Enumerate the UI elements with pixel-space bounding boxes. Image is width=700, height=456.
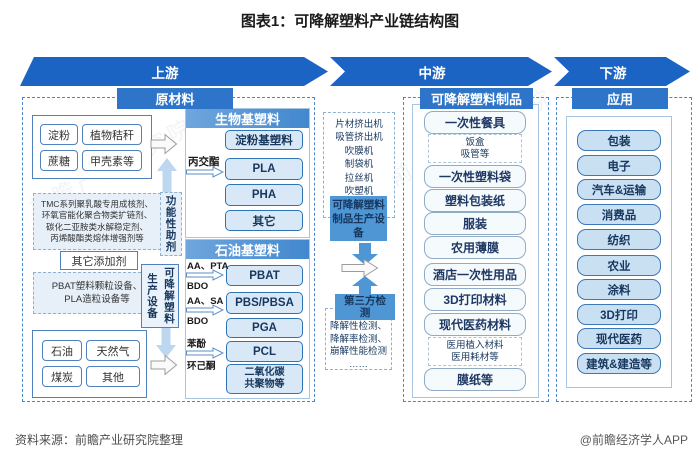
input-cyclohexanone-label: 环己酮: [187, 361, 216, 372]
app-textiles: 纺织: [577, 229, 661, 250]
plastic-pla: PLA: [225, 158, 303, 180]
feedstock-straw: 植物秸秆: [82, 124, 142, 145]
raw-materials-header: 原材料: [117, 88, 233, 109]
app-coatings: 涂料: [577, 279, 661, 300]
feedstock-starch: 淀粉: [40, 124, 78, 145]
product-medical-detail: 医用植入材料 医用耗材等: [428, 337, 522, 366]
plastic-pha: PHA: [225, 184, 303, 206]
other-additives-box: 其它添加剂: [60, 251, 138, 270]
app-construction: 建筑&建造等: [577, 353, 661, 374]
product-3d-printing-material: 3D打印材料: [424, 288, 526, 311]
feedstock-chitin: 甲壳素等: [82, 150, 142, 171]
plastic-co2-copolymer: 二氧化碳 共聚物等: [226, 364, 303, 394]
feedstock-coal: 煤炭: [42, 366, 82, 387]
plastic-pbat: PBAT: [226, 265, 303, 286]
right-arrow-icon: [150, 354, 178, 376]
input-phenol-label: 苯酚: [187, 339, 207, 350]
stage-label-downstream: 下游: [599, 65, 627, 81]
app-agriculture: 农业: [577, 255, 661, 276]
feedstock-other: 其他: [86, 366, 140, 387]
functional-additives-detail: TMC系列聚乳酸专用成核剂、 环氧官能化聚合物类扩链剂、 碳化二亚胺类水解稳定剂…: [33, 193, 161, 250]
plastic-other-bio: 其它: [225, 210, 303, 231]
product-membrane-paper: 膜纸等: [424, 368, 526, 391]
app-3d-printing: 3D打印: [577, 304, 661, 325]
product-medical-material: 现代医药材料: [424, 313, 526, 336]
stage-chevron-midstream: 中游: [330, 57, 552, 86]
feedstock-sucrose: 蔗糖: [40, 150, 78, 171]
thin-right-arrow-icon: [186, 304, 224, 316]
page-title: 图表1：可降解塑料产业链结构图: [240, 13, 460, 30]
source-note: 资料来源：前瞻产业研究院整理: [15, 433, 184, 447]
equipment-label: 可降解塑料生产设备: [141, 264, 179, 328]
feedstock-petroleum: 石油: [42, 340, 82, 361]
plastic-pbs-pbsa: PBS/PBSA: [226, 292, 303, 314]
thin-right-arrow-icon: [186, 269, 224, 281]
brand-note: @前瞻经济学人APP: [579, 433, 688, 447]
products-header: 可降解塑料制品: [420, 88, 533, 109]
right-arrow-icon: [341, 258, 379, 278]
app-consumer-goods: 消费品: [577, 204, 661, 225]
input-bdo2-label: BDO: [187, 316, 209, 327]
feedstock-natural-gas: 天然气: [86, 340, 140, 361]
applications-header: 应用: [572, 88, 668, 109]
product-agricultural-film: 农用薄膜: [424, 236, 526, 259]
equipment-detail: PBAT塑料颗粒设备、 PLA造粒设备等: [33, 272, 161, 314]
thin-right-arrow-icon: [186, 166, 224, 178]
up-arrow-icon: [157, 158, 177, 192]
functional-additives-label: 功能性助剂: [160, 192, 182, 256]
input-aa-sa-label: AA、SA: [187, 296, 224, 307]
third-party-testing-box: 第三方检测: [335, 294, 395, 320]
stage-label-upstream: 上游: [151, 65, 179, 81]
product-clothing: 服装: [424, 212, 526, 235]
product-disposable-bags: 一次性塑料袋: [424, 165, 526, 188]
up-arrow-icon: [352, 276, 378, 296]
product-packaging-paper: 塑料包装纸: [424, 189, 526, 212]
stage-label-midstream: 中游: [418, 65, 446, 81]
app-automotive-transport: 汽车&运输: [577, 179, 661, 200]
right-arrow-icon: [150, 133, 178, 155]
input-lactide-label: 丙交酯: [188, 156, 220, 168]
petro-plastics-header: 石油基塑料: [186, 240, 309, 259]
plastic-pcl: PCL: [226, 341, 303, 362]
thin-right-arrow-icon: [186, 347, 224, 359]
product-disposable-tableware: 一次性餐具: [424, 111, 526, 134]
input-aa-pta-label: AA、PTA: [187, 261, 229, 272]
app-modern-medicine: 现代医药: [577, 328, 661, 349]
app-packaging: 包装: [577, 130, 661, 151]
stage-chevron-upstream: 上游: [20, 57, 328, 86]
app-electronics: 电子: [577, 155, 661, 176]
product-hotel-disposables: 酒店一次性用品: [424, 263, 526, 286]
input-bdo-label: BDO: [187, 281, 209, 292]
down-arrow-icon: [352, 243, 378, 265]
stage-chevron-downstream: 下游: [554, 57, 690, 86]
bio-plastics-header: 生物基塑料: [186, 109, 309, 128]
products-equipment-box: 可降解塑料制品生产设备: [330, 196, 387, 241]
product-tableware-detail: 饭盒 吸管等: [428, 134, 522, 163]
plastic-starch-based: 淀粉基塑料: [225, 130, 303, 150]
down-arrow-icon: [156, 324, 176, 358]
plastic-pga: PGA: [226, 318, 303, 338]
